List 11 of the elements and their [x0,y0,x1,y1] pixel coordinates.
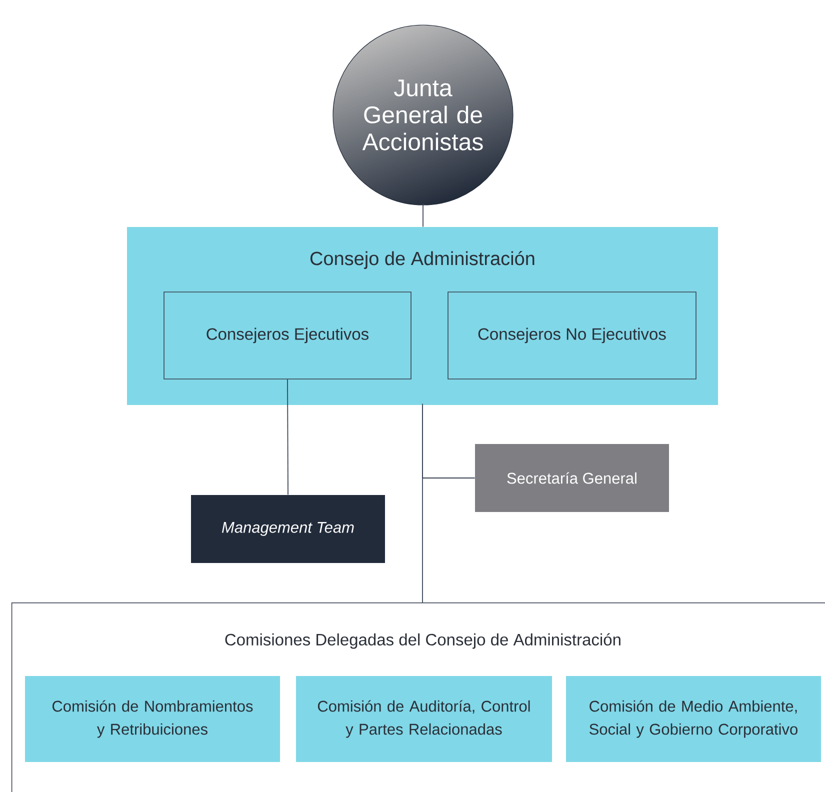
committee-box: Comisión de Auditoría, Control y Partes Relacionadas [296,676,552,762]
connector-line [422,203,424,228]
committee-box: Comisión de Nombramientos y Retribuiciones [25,676,280,762]
connector-line [287,378,288,496]
outlined-box: Consejeros Ejecutivos [164,292,412,380]
circle-node: Junta General de Accionistas [332,24,514,206]
team-box: Management Team [191,495,385,563]
outlined-box: Consejeros No Ejecutivos [448,292,696,380]
secretary-box: Secretaría General [475,444,669,512]
committee-box: Comisión de Medio Ambiente, Social y Gobierno Corporativo [566,676,821,762]
connector-line [422,403,423,604]
